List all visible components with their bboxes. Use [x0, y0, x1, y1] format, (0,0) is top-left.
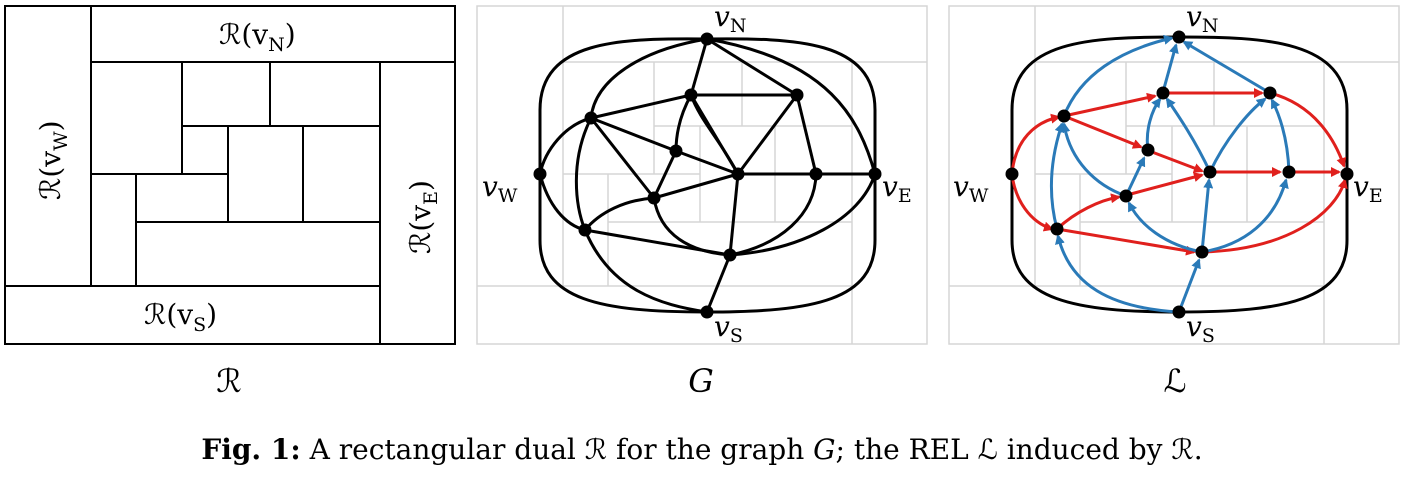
caption-symbol: ℛ — [1171, 433, 1194, 466]
rel-background-grid — [948, 5, 1400, 345]
vertex — [723, 248, 737, 262]
caption-text: induced by — [997, 433, 1172, 466]
caption-symbol: ℒ — [977, 433, 998, 466]
vertex — [1282, 165, 1296, 179]
rel-red-edges — [1010, 88, 1348, 256]
vertex-south — [700, 305, 714, 319]
rel-vertices — [1005, 30, 1354, 319]
vertex — [1263, 86, 1277, 100]
vertex — [1156, 86, 1170, 100]
vertex — [1119, 189, 1133, 203]
caption-text: . — [1193, 433, 1203, 466]
caption-symbol: ℛ — [584, 433, 608, 466]
outer-rectangle — [4, 5, 456, 345]
rectangular-dual-panel — [4, 5, 456, 345]
caption-text: A rectangular dual — [300, 433, 585, 466]
label-v-west: vW — [482, 170, 518, 207]
vertex — [1141, 143, 1155, 157]
vertex-south — [1172, 305, 1186, 319]
vertex-west — [533, 167, 547, 181]
graph-edges — [538, 37, 877, 314]
rel-vertex-labels: vN vW vE vS — [953, 0, 1383, 347]
vertex-north — [1172, 30, 1186, 44]
vertex-east — [1340, 167, 1354, 181]
caption-text: ; the REL — [835, 433, 978, 466]
caption-label: Fig. 1: — [201, 433, 301, 466]
graph-panel-label: G — [688, 362, 714, 400]
rel-blue-edges — [1049, 34, 1291, 314]
region-west-label: ℛ(vW) — [34, 120, 72, 200]
vertex — [647, 191, 661, 205]
vertex — [578, 223, 592, 237]
vertex — [1195, 245, 1209, 259]
vertex-west — [1005, 167, 1019, 181]
vertex-east — [868, 167, 882, 181]
region-east-label: ℛ(vE) — [404, 180, 442, 254]
vertex — [731, 167, 745, 181]
vertex — [684, 88, 698, 102]
vertex — [790, 88, 804, 102]
rect-panel-label: ℛ — [216, 362, 242, 400]
vertex-north — [700, 32, 714, 46]
vertex — [669, 144, 683, 158]
caption-symbol: G — [813, 433, 836, 466]
vertex — [1203, 165, 1217, 179]
label-v-west: vW — [953, 170, 989, 207]
graph-panel: vN vW vE vS G — [476, 0, 928, 400]
graph-vertices — [533, 32, 882, 319]
label-v-east: vE — [1353, 170, 1383, 207]
label-v-south: vS — [1186, 310, 1215, 347]
rel-panel: vN vW vE vS ℒ — [948, 0, 1400, 400]
rel-panel-label: ℒ — [1163, 362, 1186, 400]
caption-text: for the graph — [607, 433, 814, 466]
label-v-east: vE — [882, 170, 912, 207]
label-v-south: vS — [714, 310, 743, 347]
figure-caption: Fig. 1: A rectangular dual ℛ for the gra… — [0, 433, 1404, 466]
graph-vertex-labels: vN vW vE vS — [482, 0, 912, 347]
vertex — [584, 111, 598, 125]
vertex — [1057, 109, 1071, 123]
region-north-label: ℛ(vN) — [219, 18, 296, 56]
vertex — [1050, 222, 1064, 236]
label-v-north: vN — [1186, 0, 1218, 37]
region-labels: ℛ(vN) ℛ(vS) ℛ(vW) ℛ(vE) — [34, 18, 442, 336]
label-v-north: vN — [714, 0, 746, 37]
region-south-label: ℛ(vS) — [144, 298, 217, 336]
vertex — [809, 167, 823, 181]
